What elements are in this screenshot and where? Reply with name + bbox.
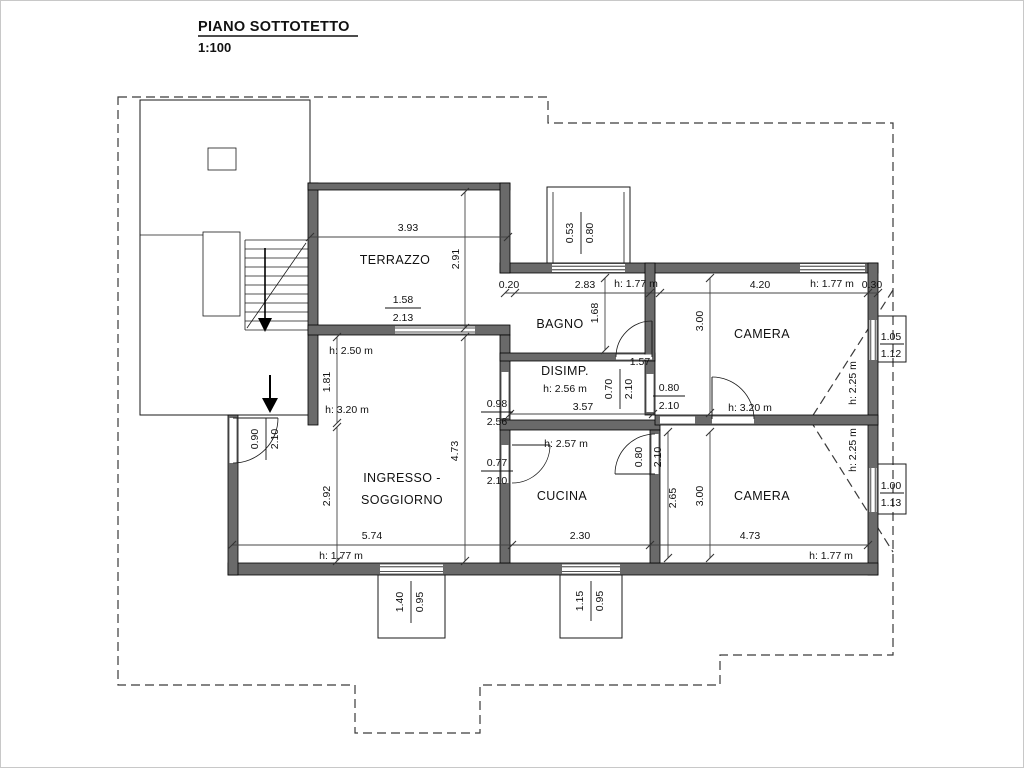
wall-west xyxy=(227,414,239,576)
dim-disimp-width: 1.57 xyxy=(630,356,651,368)
frac-door-camera-nord-h: 2.10 xyxy=(659,400,680,412)
frac-door-cucina-h: 2.10 xyxy=(487,475,508,487)
dim-top-020: 0.20 xyxy=(499,279,520,291)
height-camera-nord-top: h: 1.77 m xyxy=(810,278,854,290)
frac-dormer-sud-ovest-h: 0.95 xyxy=(414,592,426,613)
dormer-bottom-west xyxy=(377,574,446,639)
dim-soggiorno-depth-lower: 2.92 xyxy=(321,486,333,507)
fraction-bars xyxy=(265,212,904,623)
terrace-east-wall xyxy=(499,182,511,274)
disimp-south-wall xyxy=(499,419,661,431)
dim-soggiorno-length: 4.73 xyxy=(449,441,461,462)
frac-door-disimp-w: 0.70 xyxy=(603,379,615,400)
frac-dormer-right-nord-h: 1.12 xyxy=(881,348,902,360)
height-corridoio: h: 3.20 m xyxy=(728,402,772,414)
door-swings xyxy=(232,320,755,484)
height-cucina: h: 2.57 m xyxy=(544,438,588,450)
stair-treads xyxy=(244,239,308,331)
room-label-terrazzo: TERRAZZO xyxy=(360,253,431,267)
dim-camera-nord-depth: 3.00 xyxy=(694,311,706,332)
drawing-scale: 1:100 xyxy=(198,40,231,55)
frac-terrace-door-w: 1.58 xyxy=(393,294,414,306)
dim-terrazzo-width: 3.93 xyxy=(398,222,419,234)
window-glazing xyxy=(380,265,876,572)
frac-passage-w: 0.98 xyxy=(487,398,508,410)
terrace-west-wall xyxy=(307,182,319,426)
cucina-door xyxy=(511,444,551,484)
frac-door-camera-nord-w: 0.80 xyxy=(659,382,680,394)
height-disimp: h: 2.56 m xyxy=(543,383,587,395)
height-bagno: h: 1.77 m xyxy=(614,278,658,290)
height-soggiorno-bottom: h: 1.77 m xyxy=(319,550,363,562)
dim-disimp-length: 3.57 xyxy=(573,401,594,413)
height-camera-sud-bottom: h: 1.77 m xyxy=(809,550,853,562)
height-terrazzo: h: 2.50 m xyxy=(329,345,373,357)
frac-dormer-right-sud-w: 1.00 xyxy=(881,480,902,492)
dim-bagno-depth: 1.68 xyxy=(589,303,601,324)
wall-openings xyxy=(229,264,877,574)
stair-direction-arrow-icon xyxy=(258,248,272,332)
frac-dormer-sud-est-h: 0.95 xyxy=(594,591,606,612)
room-label-camera-nord: CAMERA xyxy=(734,327,790,341)
dim-top-030: 0.30 xyxy=(862,279,883,291)
height-camera-nord-wall: h: 2.25 m xyxy=(847,361,859,405)
dim-cucina-width: 2.30 xyxy=(570,530,591,542)
dormer-top xyxy=(546,186,631,264)
cucina-east-wall xyxy=(649,429,661,564)
dim-cucina-depth: 2.65 xyxy=(667,488,679,509)
entry-arrow-icon xyxy=(262,375,278,413)
frac-dormer-sud-ovest-w: 1.40 xyxy=(394,592,406,613)
bagno-door xyxy=(615,320,653,358)
dormer-right-north xyxy=(877,315,907,363)
camera-sud-door xyxy=(614,433,656,475)
room-label-bagno: BAGNO xyxy=(536,317,583,331)
room-label-disimp: DISIMP. xyxy=(541,364,589,378)
dimension-lines xyxy=(227,187,883,566)
frac-dormer-right-sud-h: 1.13 xyxy=(881,497,902,509)
frac-door-camera-sud-w: 0.80 xyxy=(633,447,645,468)
drawing-title-block: PIANO SOTTOTETTO 1:100 xyxy=(198,19,358,55)
stairwell-block xyxy=(139,99,311,416)
frac-passage-h: 2.56 xyxy=(487,416,508,428)
dim-soggiorno-depth-upper: 1.81 xyxy=(321,372,333,393)
frac-dormer-top-h: 0.80 xyxy=(584,223,596,244)
room-label-cucina: CUCINA xyxy=(537,489,588,503)
camera-divider-wall xyxy=(654,414,879,426)
dim-soggiorno-width: 5.74 xyxy=(362,530,383,542)
shaft xyxy=(202,231,241,317)
dormer-bottom-east xyxy=(559,574,623,639)
dim-camera-nord-width: 4.20 xyxy=(750,279,771,291)
chimney xyxy=(207,147,237,171)
frac-dormer-sud-est-w: 1.15 xyxy=(574,591,586,612)
height-camera-sud-wall: h: 2.25 m xyxy=(847,428,859,472)
frac-entry-door-h: 2.10 xyxy=(269,429,281,450)
camera-nord-door xyxy=(711,376,755,420)
frac-dormer-top-w: 0.53 xyxy=(564,223,576,244)
room-label-camera-sud: CAMERA xyxy=(734,489,790,503)
frac-door-camera-sud-h: 2.10 xyxy=(652,447,664,468)
frac-door-cucina-w: 0.77 xyxy=(487,457,508,469)
dimension-ticks xyxy=(227,187,883,566)
room-label-ingresso-line2: SOGGIORNO xyxy=(361,493,443,507)
dormers xyxy=(377,186,907,639)
frac-dormer-right-nord-w: 1.05 xyxy=(881,331,902,343)
frac-entry-door-w: 0.90 xyxy=(249,429,261,450)
dormer-right-south xyxy=(877,463,907,515)
height-soggiorno: h: 3.20 m xyxy=(325,404,369,416)
frac-terrace-door-h: 2.13 xyxy=(393,312,414,324)
wall-south xyxy=(227,562,879,576)
dim-camera-sud-width: 4.73 xyxy=(740,530,761,542)
dim-camera-sud-depth: 3.00 xyxy=(694,486,706,507)
entry-door xyxy=(232,417,279,464)
dim-terrazzo-depth: 2.91 xyxy=(450,249,462,270)
terrace-north-wall xyxy=(307,182,511,191)
dim-bagno-width: 2.83 xyxy=(575,279,596,291)
frac-door-disimp-h: 2.10 xyxy=(623,379,635,400)
room-label-ingresso-line1: INGRESSO - xyxy=(363,471,441,485)
page-title: PIANO SOTTOTETTO xyxy=(198,19,350,35)
